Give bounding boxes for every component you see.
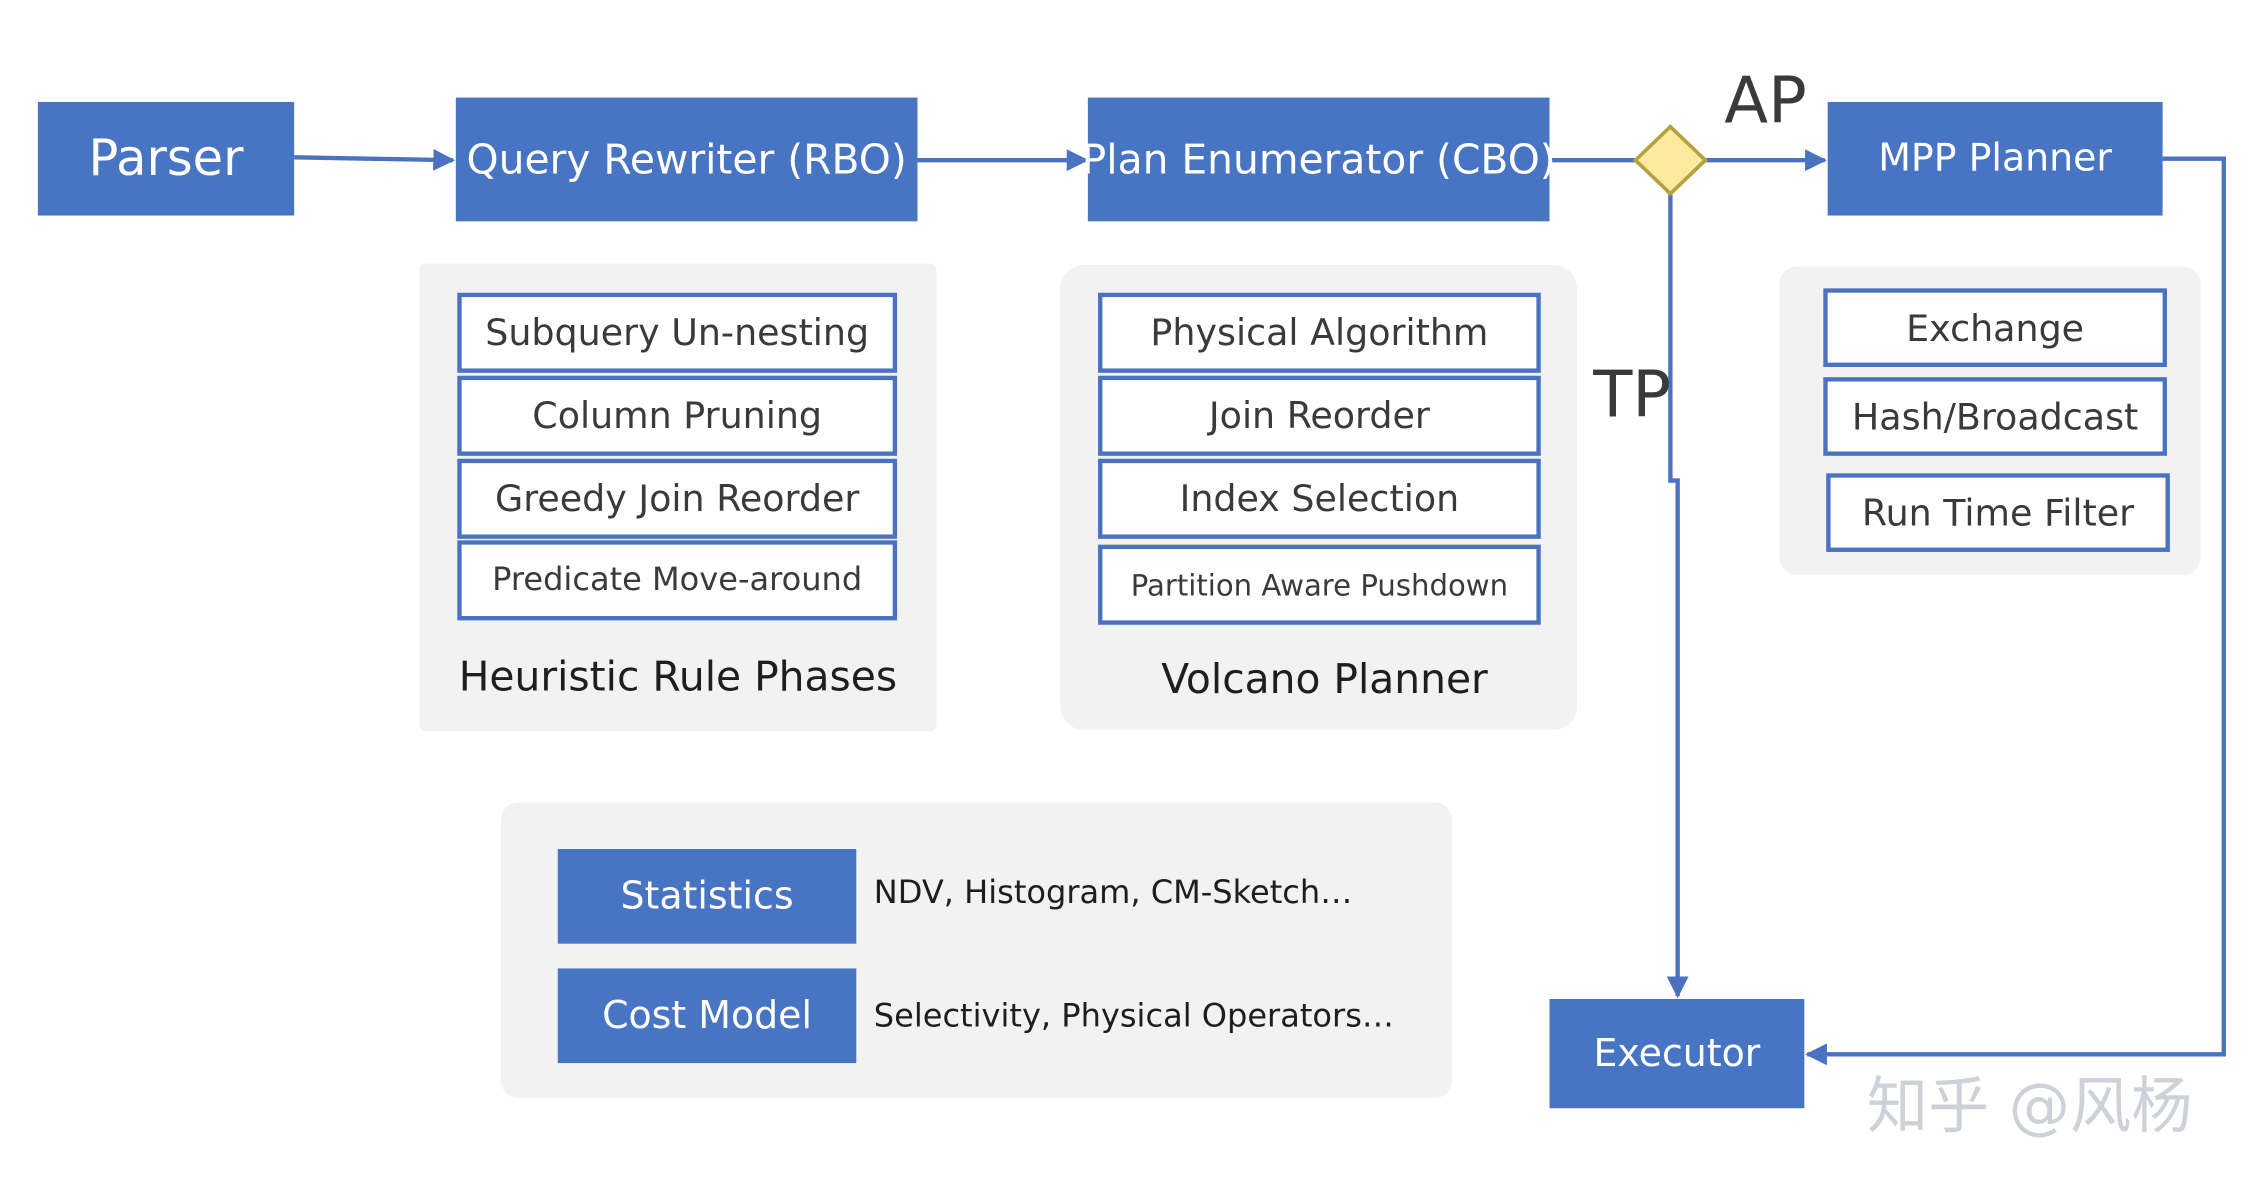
mpp-item: Run Time Filter <box>1826 473 2170 552</box>
heuristic-item: Predicate Move-around <box>457 540 898 621</box>
decision-diamond <box>1632 124 1708 197</box>
plan-enumerator-box: Plan Enumerator (CBO) <box>1082 97 1556 222</box>
statistics-box: Statistics <box>557 849 857 944</box>
mpp-item: Exchange <box>1823 288 2167 367</box>
query-rewriter-label: Query Rewriter (RBO) <box>466 135 907 184</box>
tp-branch-label: TP <box>1593 358 1671 433</box>
arrow-parser-to-rewriter <box>294 148 456 171</box>
parser-box: Parser <box>37 101 295 216</box>
volcano-item: Partition Aware Pushdown <box>1098 544 1541 625</box>
mpp-item: Hash/Broadcast <box>1823 377 2167 456</box>
heuristic-item: Greedy Join Reorder <box>457 458 898 539</box>
executor-label: Executor <box>1593 1031 1761 1076</box>
arrow-mpp-to-executor <box>1805 156 2226 1066</box>
volcano-item: Physical Algorithm <box>1098 292 1541 373</box>
query-rewriter-box: Query Rewriter (RBO) <box>455 97 918 222</box>
cost-model-box: Cost Model <box>557 968 857 1064</box>
parser-label: Parser <box>88 129 244 188</box>
cost-model-description: Selectivity, Physical Operators… <box>873 999 1394 1036</box>
ap-branch-label: AP <box>1724 64 1807 139</box>
mpp-planner-label: MPP Planner <box>1878 136 2113 181</box>
executor-box: Executor <box>1549 999 1805 1109</box>
watermark: 知乎 @风杨 <box>1866 1070 2193 1142</box>
statistics-description: NDV, Histogram, CM-Sketch… <box>873 875 1353 912</box>
plan-enumerator-label: Plan Enumerator (CBO) <box>1081 135 1556 184</box>
heuristic-item: Subquery Un-nesting <box>457 292 898 373</box>
mpp-planner-box: MPP Planner <box>1827 101 2163 216</box>
volcano-item: Index Selection <box>1098 458 1541 539</box>
volcano-item: Join Reorder <box>1098 375 1541 456</box>
volcano-panel-caption: Volcano Planner <box>1161 655 1488 704</box>
cost-model-label: Cost Model <box>602 993 812 1038</box>
arrow-decision-to-executor <box>1666 192 1689 999</box>
heuristic-panel-caption: Heuristic Rule Phases <box>458 652 898 701</box>
statistics-label: Statistics <box>620 874 794 919</box>
heuristic-item: Column Pruning <box>457 375 898 456</box>
